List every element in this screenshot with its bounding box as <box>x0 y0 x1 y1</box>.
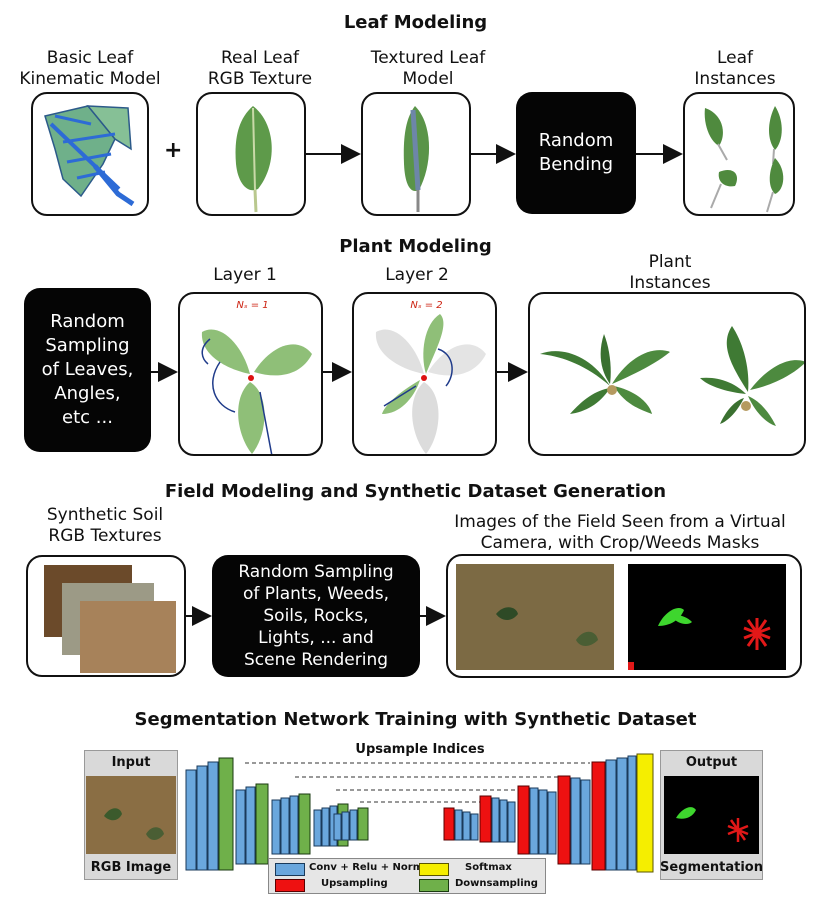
leaf-kinematic-mesh <box>44 105 135 207</box>
basic-leaf-label: Basic Leaf Kinematic Model <box>19 48 161 89</box>
random-bending-box: Random Bending <box>516 92 636 214</box>
plant-instances-label: Plant Instances <box>629 252 711 293</box>
field-images-box <box>446 554 802 678</box>
real-leaf-label: Real Leaf RGB Texture <box>207 48 313 89</box>
textured-leaf-box <box>361 92 471 216</box>
plus-sign: + <box>164 138 183 163</box>
textured-leaf-label: Textured Leaf Model <box>370 48 486 89</box>
leaf-instances-label: Leaf Instances <box>694 48 776 89</box>
soil-textures-box <box>26 555 186 677</box>
plant-modeling-title: Plant Modeling <box>339 236 492 257</box>
plant-instances-box <box>528 292 806 456</box>
decoder-block-5 <box>591 753 654 873</box>
output-label: Output <box>685 755 738 770</box>
layer2-box: Nₛ = 2 <box>352 292 497 456</box>
layer2-count: Nₛ = 2 <box>410 300 443 311</box>
encoder-block-3 <box>271 793 311 855</box>
rendered-field-plants <box>496 607 598 646</box>
decoder-block-2 <box>479 795 516 843</box>
encoder-block-1 <box>185 757 234 871</box>
legend-softmax-label: Softmax <box>465 862 512 873</box>
input-label: Input <box>111 755 151 770</box>
rgb-image-label: RGB Image <box>90 860 172 875</box>
field-images-label: Images of the Field Seen from a Virtual … <box>454 512 786 553</box>
random-sampling-leaves-box: Random Sampling of Leaves, Angles, etc .… <box>24 288 151 452</box>
decoder-block-3 <box>517 785 557 855</box>
legend-downsampling-swatch <box>419 879 449 892</box>
input-image-plants <box>104 808 164 840</box>
legend-softmax-swatch <box>419 863 449 876</box>
leaf-instances-image <box>704 106 784 213</box>
softmax-layer <box>636 753 654 873</box>
network-legend: Conv + Relu + Norm Softmax Upsampling Do… <box>268 858 546 894</box>
legend-conv-swatch <box>275 863 305 876</box>
encoder-block-2 <box>235 783 269 865</box>
segmentation-label: Segmentation <box>660 860 763 875</box>
upsample-indices-label: Upsample Indices <box>355 742 485 757</box>
layer2-plant-diagram <box>375 314 486 454</box>
legend-upsampling-label: Upsampling <box>321 878 388 889</box>
output-segmentation-image <box>664 776 759 854</box>
basic-leaf-model-box <box>31 92 149 216</box>
leaf-modeling-title: Leaf Modeling <box>343 12 488 33</box>
leaf-instances-box <box>683 92 795 216</box>
encoder-block-5 <box>333 807 369 841</box>
soil-textures-label: Synthetic Soil RGB Textures <box>46 505 164 546</box>
random-sampling-scene-box: Random Sampling of Plants, Weeds, Soils,… <box>212 555 420 677</box>
decoder-block-4 <box>557 775 591 865</box>
input-rgb-image <box>86 776 176 854</box>
decoder-block-1 <box>443 807 479 841</box>
rendered-field-image <box>456 564 614 670</box>
layer1-label: Layer 1 <box>213 265 277 285</box>
textured-leaf-image <box>403 106 430 212</box>
output-mask-shapes <box>676 807 749 842</box>
plant-instances-image <box>540 326 804 426</box>
layer2-label: Layer 2 <box>385 265 449 285</box>
real-leaf-texture-box <box>196 92 306 216</box>
field-modeling-title: Field Modeling and Synthetic Dataset Gen… <box>164 481 667 502</box>
layer1-plant-diagram <box>201 329 312 454</box>
legend-upsampling-swatch <box>275 879 305 892</box>
real-leaf-image <box>235 106 272 213</box>
layer1-count: Nₛ = 1 <box>236 300 269 311</box>
layer1-box: Nₛ = 1 <box>178 292 323 456</box>
upsample-index-lines <box>245 762 590 803</box>
segmentation-mask-shapes <box>628 607 771 670</box>
network-title: Segmentation Network Training with Synth… <box>134 709 697 730</box>
legend-conv-label: Conv + Relu + Norm <box>309 862 424 873</box>
legend-downsampling-label: Downsampling <box>455 878 538 889</box>
segmentation-mask-image <box>628 564 786 670</box>
soil-texture-3 <box>80 601 176 673</box>
